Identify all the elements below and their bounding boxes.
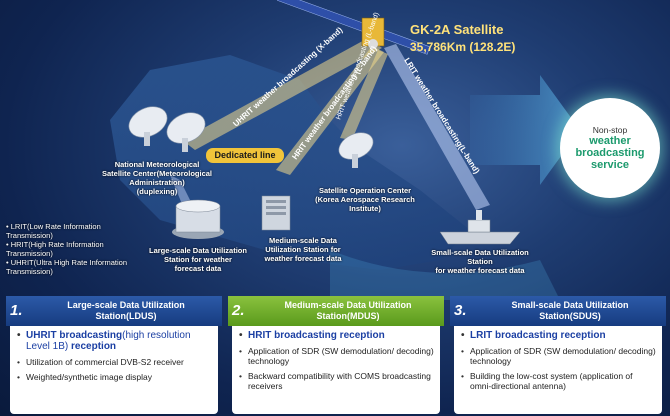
soc-label-line: Satellite Operation Center [318,186,412,195]
nmsc-label-line: (duplexing) [136,187,178,196]
panel-title: Small-scale Data Utilization Station(SDU… [511,300,629,321]
panel-number: 1. [10,302,23,319]
panel-number: 2. [232,302,245,319]
beam-nmsc-ldus [170,175,190,204]
ldus-site-label-line: Large-scale Data Utilization [149,246,247,255]
nmsc-label-line: Administration) [129,178,185,187]
nonstop-line: weather [589,135,631,147]
nmsc-label-line: Satellite Center(Meteorological [101,169,213,178]
panel-number: 3. [454,302,467,319]
legend-line: • LRIT(Low Rate Information [6,222,101,231]
panel-title: Large-scale Data Utilization Station(LDU… [67,300,185,321]
mdus-panel: 2. Medium-scale Data Utilization Station… [228,296,444,414]
sdus-site-label-line: Small-scale Data Utilization [431,248,529,257]
sdus-site-label-line: for weather forecast data [435,266,525,275]
sdus-panel: 3. Small-scale Data Utilization Station(… [450,296,666,414]
dedicated-line-badge: Dedicated line [206,148,284,163]
nmsc-label-line: National Meteorological [114,160,200,169]
beam-nmsc [182,38,382,150]
panel-item: Building the low-cost system (applicatio… [461,371,656,391]
panel-item: Weighted/synthetic image display [17,372,212,382]
ldus-site-label-line: Station for weather [164,255,232,264]
ldus-site-label-line: forecast data [174,264,222,273]
nonstop-line: broadcasting [575,147,645,159]
panel-item: Utilization of commercial DVB-S2 receive… [17,357,212,367]
soc-dish-icon [338,132,374,168]
mdus-panel-header: 2. Medium-scale Data Utilization Station… [228,296,444,326]
mdus-site-label-line: Medium-scale Data [269,236,337,245]
mdus-site-label: Medium-scale Data Utilization Station fo… [248,236,358,263]
nonstop-service-badge: Non-stop weather broadcasting service [560,98,660,198]
legend-line: Transmission) [6,249,53,258]
panel-item: Application of SDR (SW demodulation/ dec… [461,346,656,366]
ldus-site-label: Large-scale Data Utilization Station for… [138,246,258,273]
sdus-site-label-line: Station [467,257,493,266]
ldus-panel-body: UHRIT broadcasting(high resolution Level… [10,326,218,414]
panel-item: Backward compatibility with COMS broadca… [239,371,434,391]
panel-title: Medium-scale Data Utilization Station(MD… [284,300,412,321]
beam-soc [340,50,388,140]
nmsc-dish-icon [128,106,206,152]
nmsc-label: National Meteorological Satellite Center… [82,160,232,196]
sdus-site-label: Small-scale Data Utilization Station for… [418,248,542,275]
legend-line: • UHRIT(Ultra High Rate Information [6,258,128,267]
ldus-panel: 1. Large-scale Data Utilization Station(… [6,296,222,414]
sdus-panel-header: 3. Small-scale Data Utilization Station(… [450,296,666,326]
broadcast-legend: • LRIT(Low Rate Information Transmission… [6,222,146,276]
beam-label-sdus: LRIT weather broadcasting(L-band) [402,56,481,175]
nonstop-line: service [591,159,629,171]
legend-line: Transmission) [6,267,53,276]
sdus-panel-body: LRIT broadcasting reception Application … [454,326,662,414]
mdus-site-label-line: Utilization Station for [265,245,341,254]
satellite-icon [277,0,431,55]
soc-label: Satellite Operation Center (Korea Aerosp… [300,186,430,213]
panel-item: Application of SDR (SW demodulation/ dec… [239,346,434,366]
soc-label-line: Institute) [349,204,381,213]
mdus-site-label-line: weather forecast data [264,254,342,263]
ship-icon [439,210,521,245]
mdus-building-icon [261,195,291,231]
panel-highlight-item: LRIT broadcasting reception [461,330,656,341]
ldus-building-icon [172,199,224,239]
beam-mdus [276,46,384,175]
satellite-orbit: 35,786Km (128.2E) [410,40,516,54]
satellite-name: GK-2A Satellite [410,22,504,37]
beam-sdus [384,44,490,210]
mdus-panel-body: HRIT broadcasting reception Application … [232,326,440,414]
panel-highlight-item: UHRIT broadcasting(high resolution Level… [17,330,212,352]
sea-glow [330,250,560,300]
ldus-panel-header: 1. Large-scale Data Utilization Station(… [6,296,222,326]
service-arrow [470,75,580,185]
legend-line: • HRIT(High Rate Information [6,240,104,249]
panel-highlight-item: HRIT broadcasting reception [239,330,434,341]
legend-line: Transmission) [6,231,53,240]
soc-label-line: (Korea Aerospace Research [315,195,415,204]
nonstop-line: Non-stop [592,125,628,135]
